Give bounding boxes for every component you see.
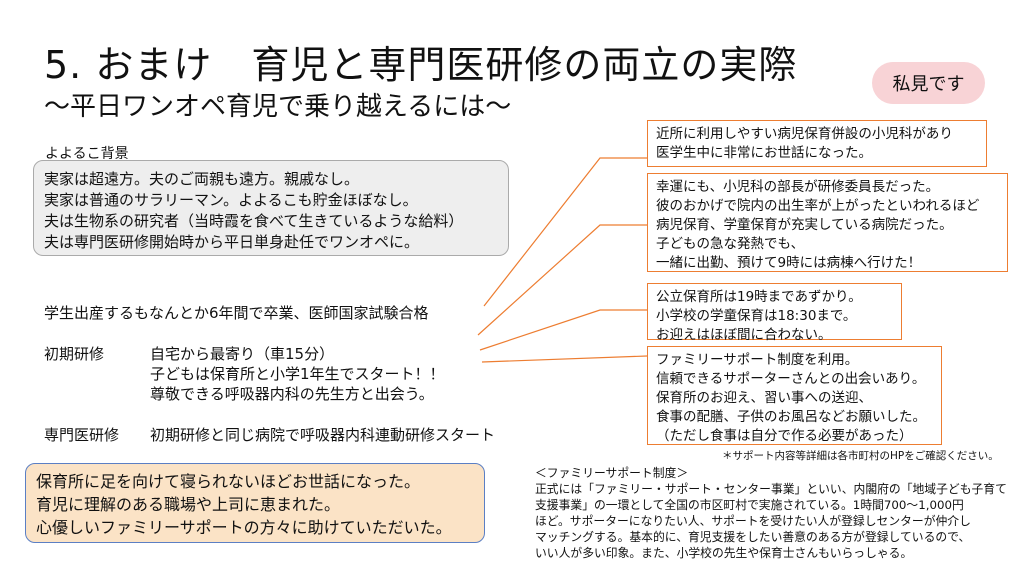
callout-line: お迎えはほぼ間に合わない。 — [656, 327, 832, 343]
opinion-badge: 私見です — [872, 62, 985, 104]
summary-box: 保育所に足を向けて寝られないほどお世話になった。 育児に理解のある職場や上司に恵… — [25, 463, 485, 543]
specialist-training-label: 専門医研修 — [44, 426, 120, 444]
callout-line: 一緒に出勤、預けて9時には病棟へ行けた！ — [656, 255, 922, 271]
summary-line: 心優しいファミリーサポートの方々に助けていただいた。 — [36, 518, 452, 537]
callout-hospital: 幸運にも、小児科の部長が研修委員長だった。 彼のおかげで院内の出生率が上がったと… — [647, 173, 1008, 272]
callout-line: 小学校の学童保育は18:30まで。 — [656, 308, 857, 324]
initial-line: 子どもは保育所と小学1年生でスタート！！ — [150, 365, 445, 383]
summary-line: 育児に理解のある職場や上司に恵まれた。 — [36, 495, 341, 514]
initial-line: 尊敬できる呼吸器内科の先生方と出会う。 — [150, 385, 434, 403]
callout-sick-child-care: 近所に利用しやすい病児保育併設の小児科があり 医学生中に非常にお世話になった。 — [647, 120, 987, 167]
callout-line: 子どもの急な発熱でも、 — [656, 236, 805, 252]
background-line: 夫は生物系の研究者（当時霞を食べて生きているような給料） — [44, 212, 464, 230]
connector-3 — [479, 309, 647, 351]
initial-line: 自宅から最寄り（車15分） — [150, 345, 335, 363]
callout-line: 信頼できるサポーターさんとの出会いあり。 — [656, 371, 926, 387]
callout-line: 医学生中に非常にお世話になった。 — [656, 145, 872, 161]
family-support-line: マッチングする。基本的に、育児支援をしたい善意のある方が登録しているので、 — [535, 530, 971, 544]
connector-2 — [477, 224, 647, 336]
callout-line: 幸運にも、小児科の部長が研修委員長だった。 — [656, 179, 940, 195]
background-line: 実家は超遠方。夫のご両親も遠方。親戚なし。 — [44, 170, 360, 188]
callout-line: 公立保育所は19時まであずかり。 — [656, 289, 862, 305]
initial-training-label: 初期研修 — [44, 345, 105, 363]
family-support-line: 支援事業」の一環として全国の市区町村で実施されている。1時間700～1,000円 — [535, 498, 964, 512]
callout-line: 病児保育、学童保育が充実している病院だった。 — [656, 217, 953, 233]
background-box: 実家は超遠方。夫のご両親も遠方。親戚なし。 実家は普通のサラリーマン。よよるこも… — [33, 160, 509, 256]
background-label: よよるこ背景 — [45, 146, 129, 162]
family-support-heading: ＜ファミリーサポート制度＞ — [535, 466, 689, 480]
page-subtitle: ～平日ワンオペ育児で乗り越えるには～ — [44, 92, 512, 122]
summary-line: 保育所に足を向けて寝られないほどお世話になった。 — [36, 472, 421, 491]
family-support-line: いい人が多い印象。また、小学校の先生や保育士さんもいらっしゃる。 — [535, 546, 913, 560]
family-support-line: 正式には「ファミリー・サポート・センター事業」といい、内閣府の「地域子ども子育て — [535, 482, 1007, 496]
callout-line: ファミリーサポート制度を利用。 — [656, 352, 859, 368]
footnote: ＊サポート内容等詳細は各市町村のHPをご確認ください。 — [722, 450, 999, 462]
connector-1 — [483, 157, 647, 307]
callout-line: 保育所のお迎え、習い事への送迎、 — [656, 390, 872, 406]
background-line: 夫は専門医研修開始時から平日単身赴任でワンオペに。 — [44, 233, 420, 251]
family-support-line: ほど。サポーターになりたい人、サポートを受けたい人が登録しセンターが仲介し — [535, 514, 971, 528]
connector-4 — [481, 355, 648, 363]
callout-line: 近所に利用しやすい病児保育併設の小児科があり — [656, 126, 953, 142]
callout-line: （ただし食事は自分で作る必要があった） — [656, 428, 913, 444]
student-text: 学生出産するもなんとか6年間で卒業、医師国家試験合格 — [44, 304, 429, 322]
page-title: 5. おまけ 育児と専門医研修の両立の実際 — [44, 43, 798, 87]
callout-line: 食事の配膳、子供のお風呂などお願いした。 — [656, 409, 926, 425]
callout-nursery: 公立保育所は19時まであずかり。 小学校の学童保育は18:30まで。 お迎えはほ… — [647, 283, 902, 343]
callout-line: 彼のおかげで院内の出生率が上がったといわれるほど — [656, 198, 980, 214]
background-line: 実家は普通のサラリーマン。よよるこも貯金ほぼなし。 — [44, 191, 418, 209]
callout-family-support: ファミリーサポート制度を利用。 信頼できるサポーターさんとの出会いあり。 保育所… — [647, 346, 942, 445]
family-support-description: ＜ファミリーサポート制度＞ 正式には「ファミリー・サポート・センター事業」といい… — [535, 465, 1007, 561]
specialist-text: 初期研修と同じ病院で呼吸器内科連動研修スタート — [150, 426, 496, 444]
